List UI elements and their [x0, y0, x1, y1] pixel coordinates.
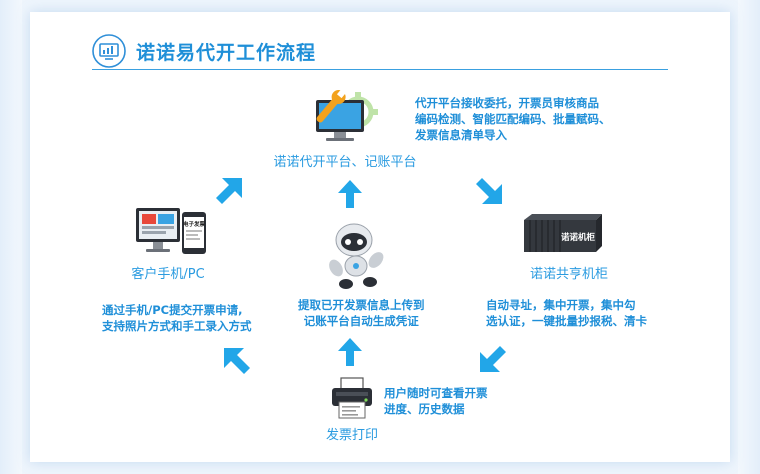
printer-label: 发票打印: [325, 428, 378, 443]
cabinet-text: 诺诺机柜: [561, 232, 596, 243]
phone-screen-text: 电子发票: [183, 220, 206, 228]
center-description: 提取已开发票信息上传到 记账平台自动生成凭证: [298, 298, 425, 328]
client-label: 客户手机/PC: [131, 267, 205, 282]
arrow-up-icon: [338, 338, 362, 366]
cabinet-label: 诺诺共亨机柜: [529, 267, 608, 282]
arrow-up-left-icon: [224, 348, 250, 374]
monitor-wrench-icon: [316, 88, 378, 141]
arrow-down-right-icon: [476, 178, 502, 204]
right-gradient-strip: [738, 0, 760, 474]
printer-description: 用户随时可查看开票 进度、历史数据: [384, 386, 488, 416]
cabinet-description: 自动寻址，集中开票，集中勾 选认证，一键批量抄报税、清卡: [486, 298, 647, 328]
server-cabinet-icon: 诺诺机柜: [524, 214, 602, 252]
left-gradient-strip: [0, 0, 22, 474]
arrow-down-left-icon: [480, 346, 506, 372]
monitor-chart-icon: [92, 34, 126, 68]
arrow-up-right-icon: [216, 178, 242, 204]
arrow-up-icon: [338, 180, 362, 208]
title-divider: [92, 69, 668, 70]
robot-icon: [329, 223, 384, 289]
client-description: 通过手机/PC提交开票申请, 支持照片方式和手工录入方式: [102, 303, 252, 333]
pc-and-phone-icon: 电子发票: [136, 208, 206, 254]
platform-label: 诺诺代开平台、记账平台: [273, 155, 417, 170]
page-title: 诺诺易代开工作流程: [136, 42, 317, 64]
printer-icon: [332, 377, 372, 419]
platform-description: 代开平台接收委托，开票员审核商品 编码检测、智能匹配编码、批量赋码、 发票信息清…: [415, 96, 611, 142]
